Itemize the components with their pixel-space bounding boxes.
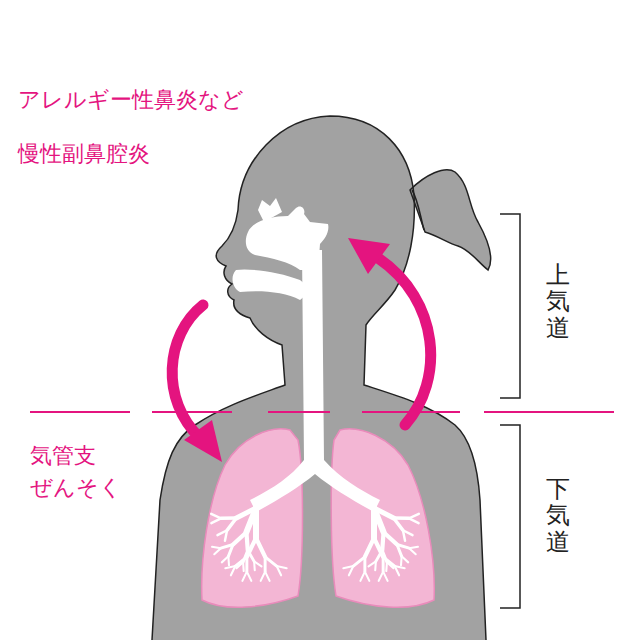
region-label: 下気道 xyxy=(546,476,570,555)
bronchus xyxy=(242,572,246,581)
bronchus xyxy=(394,518,403,530)
bronchus xyxy=(397,544,402,556)
divider-line xyxy=(30,411,614,413)
bronchus xyxy=(395,566,399,575)
bronchus xyxy=(221,516,236,520)
bronchus xyxy=(402,556,409,562)
bronchus xyxy=(233,532,246,544)
bronchus xyxy=(221,544,233,548)
bronchus xyxy=(400,556,403,565)
bronchus xyxy=(369,561,376,566)
bronchus xyxy=(384,532,397,544)
silhouette-outline xyxy=(152,116,486,640)
bronchus xyxy=(365,572,369,581)
lower-bracket xyxy=(500,425,520,608)
bronchus xyxy=(211,518,221,523)
bronchus xyxy=(212,547,221,548)
bronchus xyxy=(385,562,388,571)
bronchus xyxy=(374,538,383,557)
ponytail xyxy=(410,170,491,270)
bronchus xyxy=(222,556,229,562)
bronchus xyxy=(261,572,265,581)
bronchus xyxy=(403,530,405,541)
disease-label: 慢性副鼻腔炎 xyxy=(18,138,348,170)
bronchus xyxy=(235,557,247,566)
bronchus xyxy=(264,557,267,572)
bronchus xyxy=(225,566,235,568)
bronchus xyxy=(353,557,365,566)
bronchus xyxy=(256,538,265,557)
bronchus xyxy=(253,508,259,538)
bronchus xyxy=(409,548,416,554)
bronchus xyxy=(382,532,383,550)
bronchus xyxy=(247,572,251,581)
bronchus xyxy=(371,508,377,538)
bronchus xyxy=(265,572,269,581)
bronchus xyxy=(217,530,227,535)
down-arrow xyxy=(172,305,203,438)
region-label: 上気道 xyxy=(546,262,570,341)
bronchus xyxy=(365,538,374,557)
nasal-branch xyxy=(258,198,282,222)
bronchus xyxy=(253,561,256,570)
bronchus xyxy=(379,572,383,581)
bronchus xyxy=(236,508,256,518)
bronchus xyxy=(360,572,364,581)
down-arrowhead xyxy=(184,420,222,462)
bronchus xyxy=(409,514,419,518)
bronchus xyxy=(382,557,385,572)
bronchus xyxy=(246,532,247,550)
bronchus xyxy=(383,572,387,581)
oral-cavity xyxy=(233,269,312,300)
bronchus xyxy=(277,566,281,575)
bronchus xyxy=(409,547,418,548)
disease-label: 気管支 ぜんそく xyxy=(30,440,140,504)
bronchus xyxy=(374,508,394,518)
bronchus xyxy=(247,538,256,557)
bronchus xyxy=(409,518,419,523)
bronchus xyxy=(343,566,353,568)
disease-label: アレルギー性鼻炎など xyxy=(18,84,348,116)
bronchus xyxy=(214,548,221,554)
upper-bracket xyxy=(500,214,520,398)
bronchus xyxy=(211,514,221,518)
bronchus xyxy=(265,557,277,566)
up-arrowhead xyxy=(348,238,390,274)
bronchus xyxy=(383,557,395,566)
up-arrow xyxy=(378,258,431,425)
trachea xyxy=(250,250,380,512)
right-lung xyxy=(331,429,434,607)
bronchial-tree xyxy=(211,508,419,581)
